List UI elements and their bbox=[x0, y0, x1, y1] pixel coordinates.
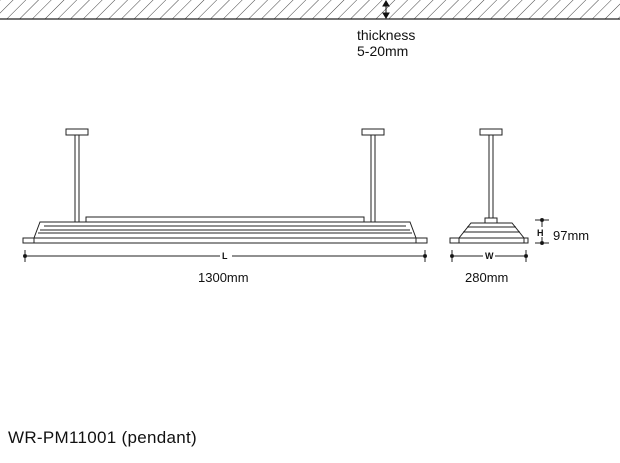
thickness-value: 5-20mm bbox=[357, 43, 409, 59]
left-suspension bbox=[65, 128, 89, 224]
width-dimension bbox=[450, 250, 528, 262]
length-value: 1300mm bbox=[198, 270, 249, 285]
fixture-body-front bbox=[22, 221, 428, 244]
height-letter: H bbox=[537, 228, 544, 238]
fixture-top-plate bbox=[85, 216, 365, 223]
ceiling-slab bbox=[0, 0, 620, 20]
length-letter: L bbox=[222, 251, 228, 261]
side-suspension bbox=[479, 128, 503, 224]
model-caption: WR-PM11001 (pendant) bbox=[8, 428, 197, 447]
length-dimension bbox=[23, 250, 427, 262]
width-letter: W bbox=[485, 251, 494, 261]
width-value: 280mm bbox=[465, 270, 509, 285]
right-suspension bbox=[361, 128, 385, 224]
thickness-arrow bbox=[382, 0, 390, 19]
thickness-label: thickness bbox=[357, 27, 416, 43]
front-view bbox=[22, 128, 428, 262]
height-value: 97mm bbox=[553, 228, 590, 243]
fixture-body-side bbox=[449, 222, 529, 244]
side-view bbox=[449, 128, 549, 262]
height-dimension bbox=[535, 218, 549, 245]
